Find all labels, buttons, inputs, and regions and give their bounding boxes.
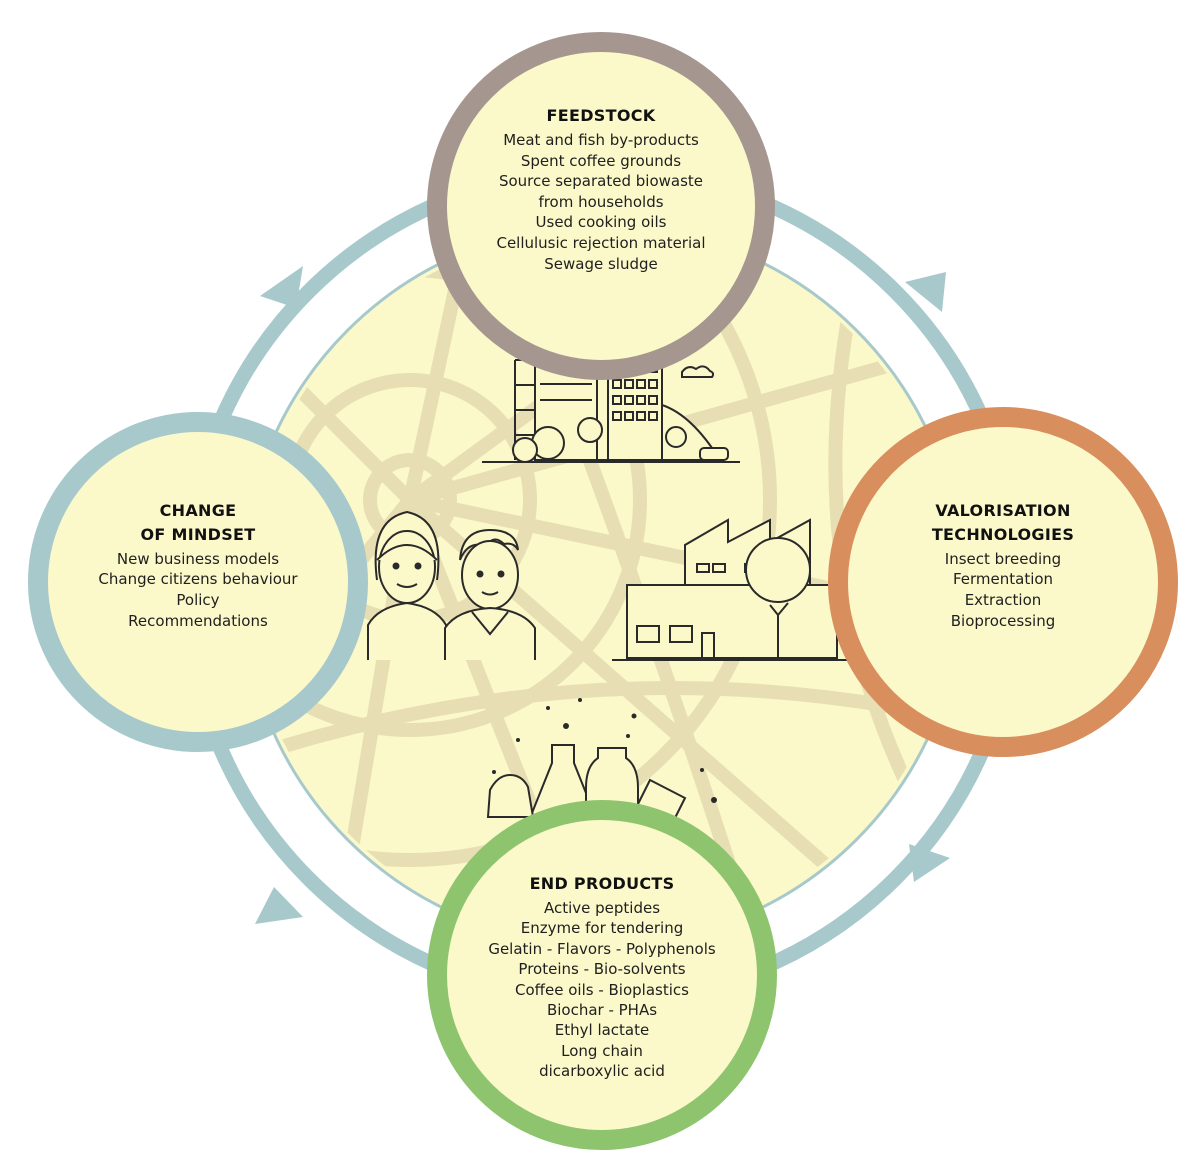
citizens-icon: [367, 510, 536, 660]
cycle-arrow-top-right: [905, 272, 946, 312]
feedstock-item: Spent coffee grounds: [520, 151, 682, 170]
mindset-title-line1: CHANGE: [159, 500, 237, 520]
feedstock-node: FEEDSTOCK Meat and fish by-products Spen…: [427, 32, 775, 380]
feedstock-item: Source separated biowaste: [498, 172, 704, 191]
feedstock-item: Used cooking oils: [535, 213, 667, 232]
feedstock-item: Meat and fish by-products: [503, 131, 699, 149]
mindset-item: Policy: [176, 591, 220, 609]
end-products-node: END PRODUCTS Active peptides Enzyme for …: [427, 800, 777, 1150]
mindset-item: New business models: [116, 549, 280, 568]
feedstock-item: Sewage sludge: [544, 254, 658, 273]
mindset-item: Change citizens behaviour: [98, 570, 298, 589]
factory-with-tree-icon: [612, 518, 860, 661]
valorisation-item: Extraction: [964, 591, 1042, 609]
feedstock-item: Cellulusic rejection material: [496, 233, 706, 252]
end-products-item: Proteins - Bio-solvents: [518, 960, 686, 979]
end-products-item: Ethyl lactate: [554, 1021, 650, 1040]
mindset-title-line2: OF MINDSET: [140, 524, 256, 544]
cycle-arrow-left-top: [260, 266, 303, 308]
valorisation-node: VALORISATION TECHNOLOGIES Insect breedin…: [828, 407, 1178, 757]
end-products-item: Gelatin - Flavors - Polyphenols: [488, 939, 716, 958]
mindset-node: CHANGE OF MINDSET New business models Ch…: [28, 412, 368, 752]
mindset-list: New business models Change citizens beha…: [98, 549, 297, 631]
valorisation-item: Insect breeding: [944, 549, 1062, 568]
feedstock-list: Meat and fish by-products Spent coffee g…: [496, 130, 705, 274]
end-products-item: Biochar - PHAs: [546, 1001, 658, 1020]
end-products-item: Enzyme for tendering: [520, 919, 684, 938]
valorisation-title-line2: TECHNOLOGIES: [931, 524, 1075, 544]
valorisation-title-line1: VALORISATION: [935, 500, 1071, 520]
feedstock-title: FEEDSTOCK: [546, 106, 656, 125]
cycle-arrow-right-bottom: [909, 844, 950, 882]
end-products-list: Active peptides Enzyme for tendering Gel…: [488, 898, 715, 1082]
end-products-item: Coffee oils - Bioplastics: [515, 980, 689, 999]
end-products-title: END PRODUCTS: [529, 874, 675, 893]
mindset-item: Recommendations: [128, 611, 268, 630]
end-products-item: Long chain: [561, 1041, 643, 1060]
end-products-item: Active peptides: [543, 899, 661, 917]
cycle-arrow-bottom-left: [255, 887, 303, 924]
valorisation-list: Insect breeding Fermentation Extraction …: [945, 549, 1061, 631]
feedstock-item: from households: [538, 192, 664, 211]
valorisation-item: Fermentation: [952, 570, 1054, 589]
valorisation-item: Bioprocessing: [950, 611, 1056, 630]
end-products-item: dicarboxylic acid: [539, 1062, 665, 1081]
